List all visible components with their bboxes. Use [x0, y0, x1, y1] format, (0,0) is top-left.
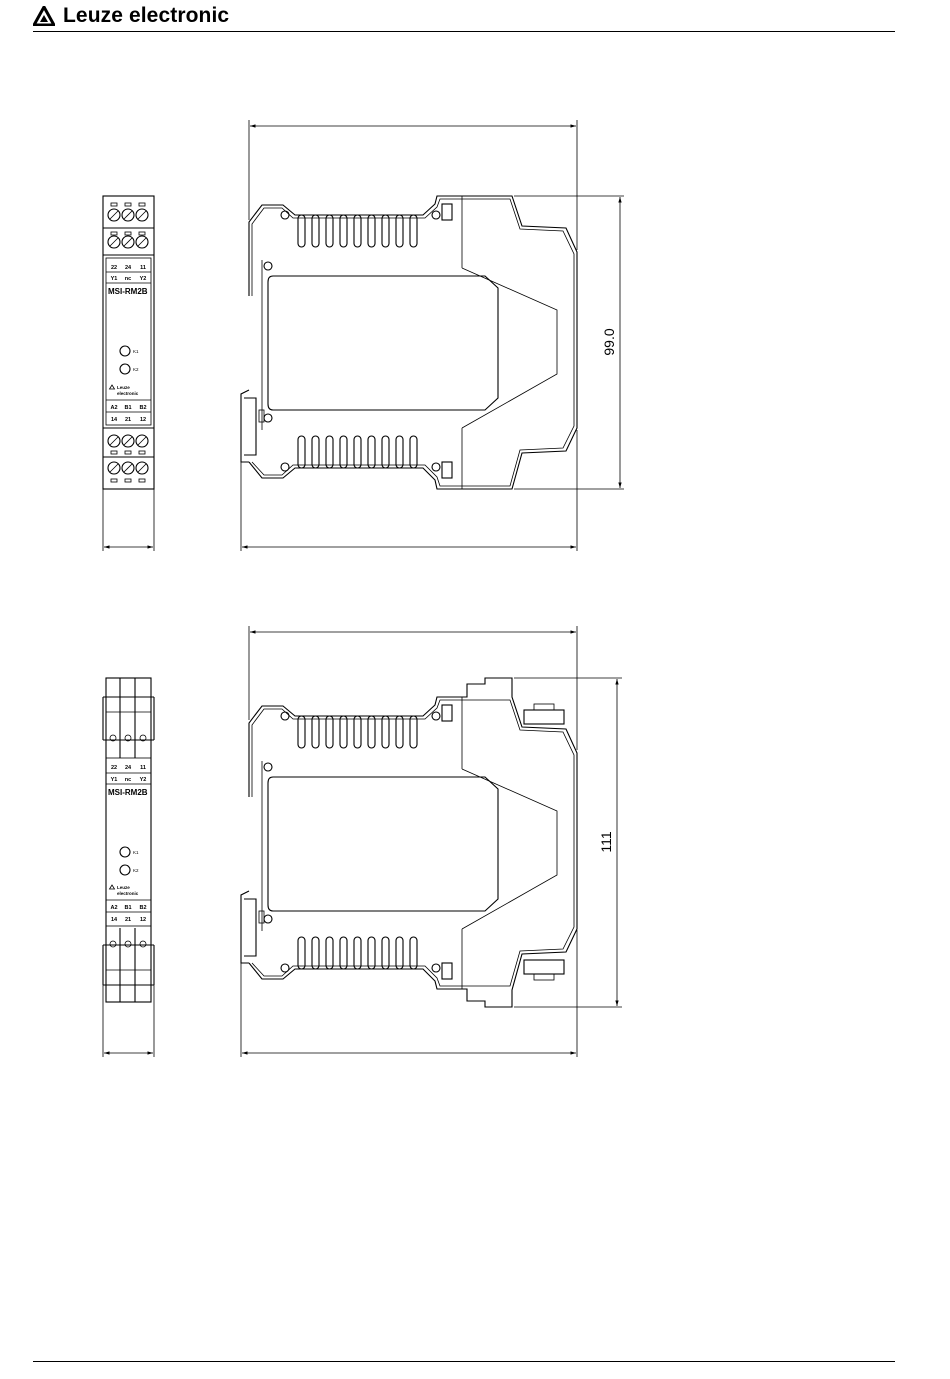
led-label: K1 [133, 850, 139, 855]
terminal-label: nc [125, 276, 131, 282]
device-brand-line: Leuze [117, 385, 130, 390]
front-view-top: 22 24 11 Y1 nc Y2 MSI-RM2B K1 K2 Leuze e… [103, 196, 154, 551]
terminal-label: Y2 [140, 777, 147, 783]
height-dimension-label: 111 [598, 831, 614, 852]
side-view-bottom: 111 [241, 626, 622, 1057]
terminal-screws [108, 209, 148, 474]
terminal-label: 21 [125, 417, 131, 423]
terminal-label: nc [125, 777, 131, 783]
terminal-label: Y1 [111, 777, 118, 783]
led-label: K2 [133, 367, 139, 372]
terminal-label: B1 [124, 405, 131, 411]
terminal-label: 11 [140, 265, 146, 271]
led-k2 [120, 865, 130, 875]
terminal-label: B2 [139, 405, 146, 411]
front-view-bottom: 22 24 11 Y1 nc Y2 MSI-RM2B K1 K2 Leuze e… [103, 678, 154, 1057]
led-label: K2 [133, 868, 139, 873]
terminal-label: 22 [111, 765, 117, 771]
device-brand-line: electronic [117, 891, 139, 896]
terminal-label: A2 [110, 905, 117, 911]
model-label: MSI-RM2B [108, 287, 148, 296]
height-dimension-label: 99.0 [601, 328, 617, 355]
terminal-label: 14 [111, 917, 118, 923]
led-k2 [120, 364, 130, 374]
terminal-label: B1 [124, 905, 131, 911]
small-logo-icon [110, 885, 115, 889]
model-label: MSI-RM2B [108, 788, 148, 797]
led-label: K1 [133, 349, 139, 354]
terminal-label: 21 [125, 917, 131, 923]
small-logo-icon [110, 385, 115, 389]
terminal-label: Y2 [140, 276, 147, 282]
terminal-label: Y1 [111, 276, 118, 282]
led-k1 [120, 847, 130, 857]
terminal-label: 24 [125, 765, 132, 771]
side-view-top: 99.0 [241, 120, 624, 551]
terminal-label: 12 [140, 917, 146, 923]
terminal-label: 22 [111, 265, 117, 271]
cooling-fins [298, 716, 417, 969]
terminal-label: 11 [140, 765, 146, 771]
device-brand-line: electronic [117, 391, 139, 396]
device-brand-line: Leuze [117, 885, 130, 890]
terminal-label: 14 [111, 417, 118, 423]
terminal-label: 24 [125, 265, 132, 271]
terminal-label: B2 [139, 905, 146, 911]
cooling-fins [298, 215, 417, 468]
footer-rule [33, 1361, 895, 1362]
led-k1 [120, 346, 130, 356]
terminal-label: A2 [110, 405, 117, 411]
terminal-label: 12 [140, 417, 146, 423]
